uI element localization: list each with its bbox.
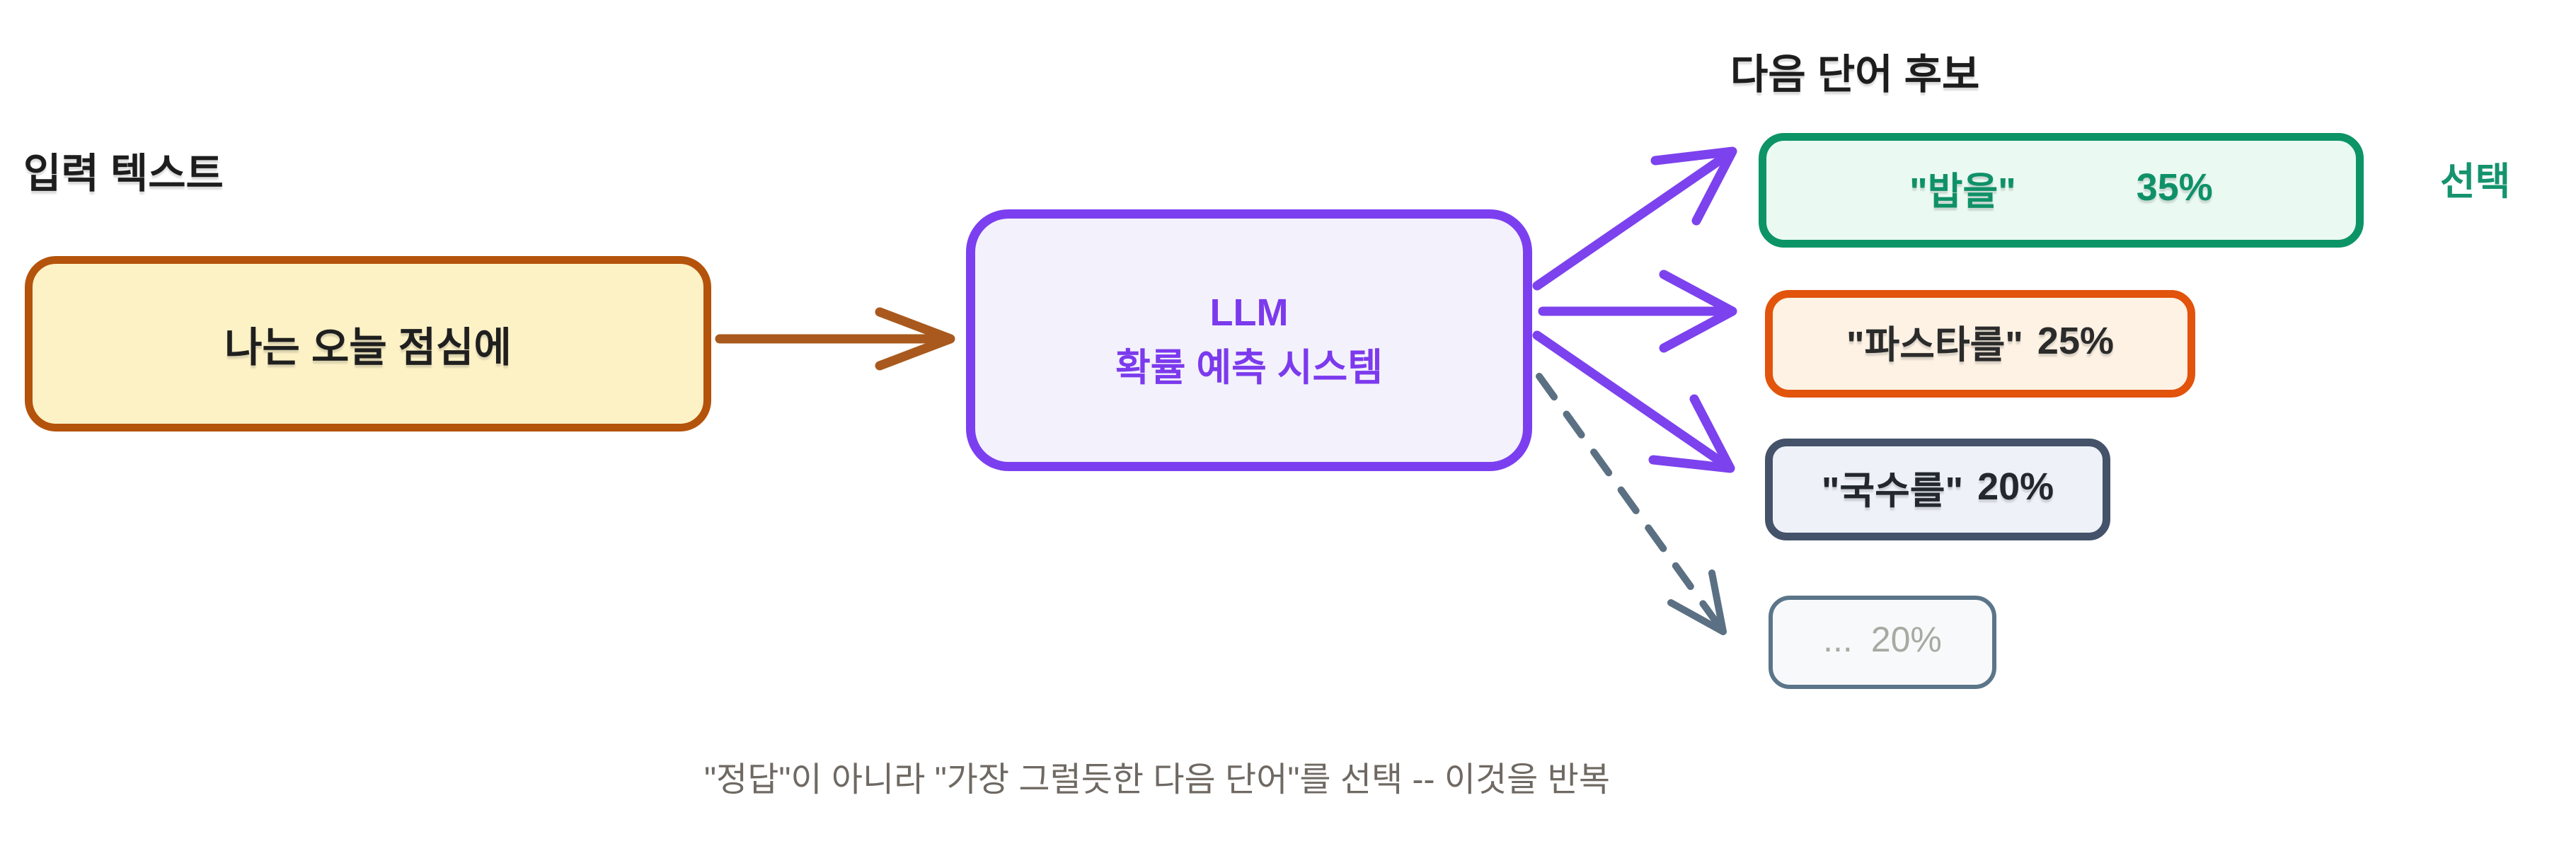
candidate-3-probability: 20%	[1977, 465, 2054, 508]
llm-node-title: LLM	[1209, 291, 1289, 334]
selected-label: 선택	[2440, 161, 2511, 203]
input-section-label: 입력 텍스트	[23, 151, 224, 197]
candidate-1-probability: 35%	[2136, 166, 2213, 209]
arrow-llm-to-candidate-1	[1532, 146, 1737, 291]
candidate-node-2: "파스타를" 25%	[1765, 290, 2195, 398]
arrow-llm-to-candidate-4	[1536, 373, 1727, 635]
llm-node: LLM 확률 예측 시스템	[966, 209, 1532, 471]
input-text: 나는 오늘 점심에	[224, 325, 512, 371]
candidate-2-probability: 25%	[2037, 320, 2115, 362]
arrow-llm-to-candidate-3	[1532, 330, 1735, 473]
candidate-3-word: "국수를"	[1821, 469, 1964, 512]
candidate-1-word: "밥을"	[1909, 170, 2016, 213]
candidate-4-word: ...	[1823, 620, 1853, 659]
candidate-node-4: ... 20%	[1769, 596, 1996, 689]
input-text-node: 나는 오늘 점심에	[25, 256, 711, 432]
candidate-2-word: "파스타를"	[1846, 323, 2023, 366]
candidates-heading: 다음 단어 후보	[1730, 52, 1980, 98]
candidate-4-probability: 20%	[1870, 620, 1942, 659]
llm-node-subtitle: 확률 예측 시스템	[1115, 347, 1383, 389]
arrow-llm-to-candidate-2	[1538, 270, 1737, 353]
arrow-input-to-llm	[715, 307, 955, 371]
candidate-node-1: "밥을" 35%	[1759, 133, 2364, 248]
caption: "정답"이 아니라 "가장 그럴듯한 다음 단어"를 선택 -- 이것을 반복	[704, 761, 1610, 799]
candidate-node-3: "국수를" 20%	[1765, 439, 2110, 540]
